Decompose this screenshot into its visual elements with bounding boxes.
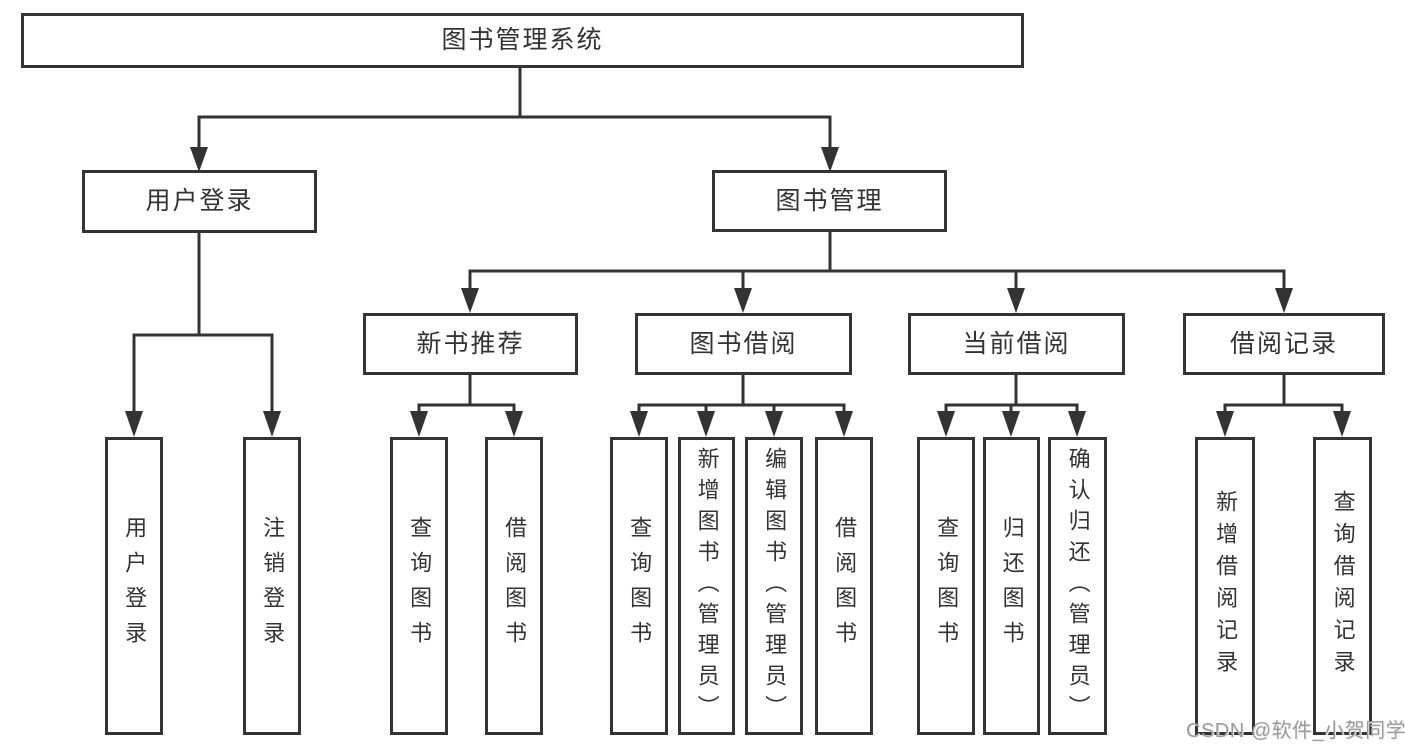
leaf-nb-borrow-books: 借阅图书 <box>485 437 543 735</box>
node-book-management: 图书管理 <box>712 170 947 232</box>
leaf-br-search-record-label: 查询借阅记录 <box>1330 490 1356 682</box>
node-user-login-label: 用户登录 <box>145 187 254 215</box>
leaf-cb-confirm-return: 确认归还（管理员） <box>1048 437 1107 735</box>
leaf-cb-return-books: 归还图书 <box>983 437 1040 735</box>
leaf-bb-edit-books: 编辑图书（管理员） <box>745 437 803 735</box>
leaf-cb-search-books: 查询图书 <box>917 437 975 735</box>
csdn-watermark: CSDN @软件_小贺同学 <box>1186 720 1405 742</box>
node-book-borrow: 图书借阅 <box>635 313 852 375</box>
node-book-borrow-label: 图书借阅 <box>689 329 798 358</box>
leaf-cb-confirm-return-label: 确认归还（管理员） <box>1065 446 1091 726</box>
node-current-borrow: 当前借阅 <box>908 313 1125 375</box>
leaf-bb-search-books: 查询图书 <box>610 437 668 735</box>
leaf-nb-search-books-label: 查询图书 <box>407 516 433 656</box>
node-new-book-recommend-label: 新书推荐 <box>416 329 525 358</box>
leaf-cb-return-books-label: 归还图书 <box>999 516 1025 656</box>
leaf-br-add-record: 新增借阅记录 <box>1195 437 1255 735</box>
leaf-user-login-label: 用户登录 <box>122 516 148 656</box>
node-root-label: 图书管理系统 <box>441 26 604 54</box>
leaf-cb-search-books-label: 查询图书 <box>934 516 960 656</box>
leaf-bb-borrow-books-label: 借阅图书 <box>832 516 858 656</box>
node-borrow-records: 借阅记录 <box>1183 313 1385 375</box>
leaf-logout-label: 注销登录 <box>260 516 286 656</box>
node-new-book-recommend: 新书推荐 <box>363 313 578 375</box>
leaf-user-login: 用户登录 <box>105 437 163 735</box>
node-borrow-records-label: 借阅记录 <box>1229 329 1338 358</box>
leaf-bb-edit-books-label: 编辑图书（管理员） <box>762 446 788 726</box>
node-current-borrow-label: 当前借阅 <box>962 329 1071 358</box>
leaf-bb-search-books-label: 查询图书 <box>627 516 653 656</box>
node-user-login: 用户登录 <box>82 170 317 233</box>
leaf-nb-borrow-books-label: 借阅图书 <box>502 516 528 656</box>
leaf-br-search-record: 查询借阅记录 <box>1313 437 1372 735</box>
leaf-bb-add-books: 新增图书（管理员） <box>678 437 735 735</box>
node-book-management-label: 图书管理 <box>775 186 884 215</box>
leaf-br-add-record-label: 新增借阅记录 <box>1213 490 1239 682</box>
leaf-logout: 注销登录 <box>243 437 301 735</box>
leaf-nb-search-books: 查询图书 <box>390 437 448 735</box>
leaf-bb-borrow-books: 借阅图书 <box>815 437 873 735</box>
leaf-bb-add-books-label: 新增图书（管理员） <box>694 446 720 726</box>
node-root: 图书管理系统 <box>21 13 1024 68</box>
